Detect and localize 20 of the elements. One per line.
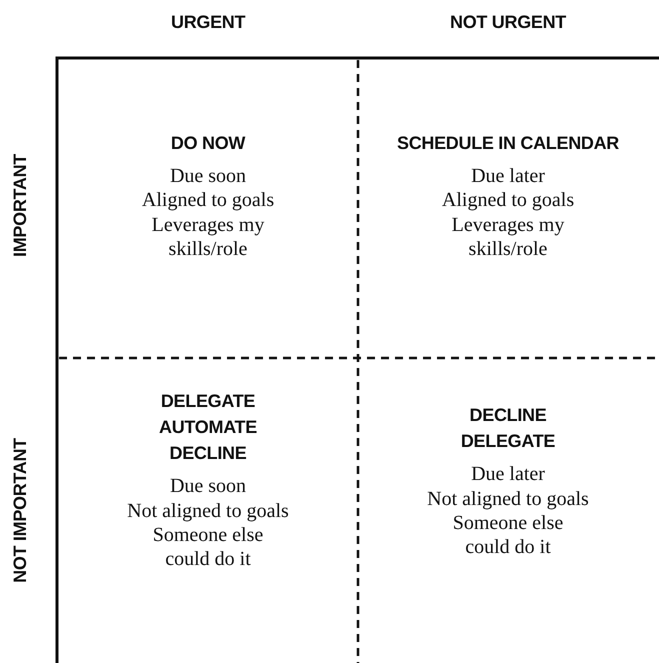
column-header: URGENT — [171, 12, 246, 32]
quadrant-text: Leverages my skills/role — [450, 212, 566, 262]
quadrant-text: Aligned to goals — [442, 188, 574, 213]
quadrant-text: Due later — [471, 462, 545, 487]
row-header: IMPORTANT — [9, 154, 30, 256]
quadrant-heading: DO NOW — [170, 132, 246, 155]
row-header: NOT IMPORTANT — [9, 438, 30, 582]
quadrant-text: Someone else could do it — [152, 523, 264, 572]
quadrant-text: Aligned to goals — [142, 188, 274, 213]
quadrant-text: Due soon — [170, 164, 246, 188]
quadrant-heading: DELEGATE AUTOMATE DECLINE — [159, 390, 257, 466]
quadrant-heading: SCHEDULE IN CALENDAR — [396, 132, 619, 155]
quadrant-text: Not aligned to goals — [127, 498, 289, 524]
quadrant-text: Leverages my skills/role — [150, 212, 266, 262]
quadrant-text: Due soon — [170, 474, 246, 499]
column-header: NOT URGENT — [450, 12, 566, 32]
quadrant-text: Due later — [471, 164, 545, 188]
quadrant-heading: DECLINE DELEGATE — [460, 404, 556, 454]
quadrant-text: Not aligned to goals — [427, 486, 589, 511]
quadrant-text: Someone else could do it — [452, 510, 564, 560]
